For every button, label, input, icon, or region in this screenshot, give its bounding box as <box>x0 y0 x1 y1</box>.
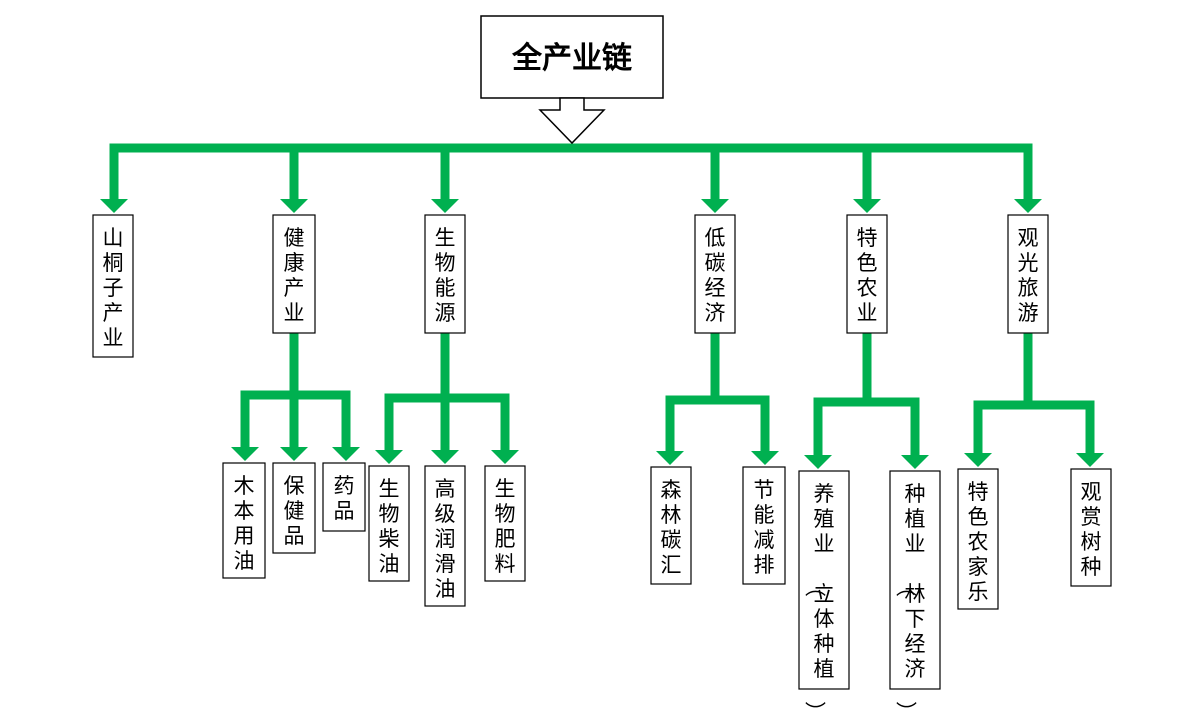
sub-arrow-6-1 <box>964 405 992 467</box>
connector-layer <box>100 143 1104 469</box>
title-pointer-arrow <box>538 97 606 145</box>
sub-box-6-2 <box>1070 468 1112 587</box>
title-label: 全产业链 <box>511 41 632 76</box>
branch-arrow-5 <box>853 148 881 213</box>
sub-connector-bar-6 <box>973 400 1095 410</box>
branch-box-1-label: 山桐子产业 <box>103 226 124 350</box>
sub-box-6-1-label: 特色农家乐 <box>968 480 989 604</box>
sub-box-2-2-label: 保健品 <box>284 474 305 548</box>
branch-box-4 <box>694 214 736 334</box>
branch-arrow-4 <box>701 148 729 213</box>
sub-arrow-2-1 <box>231 395 259 461</box>
sub-box-3-1-label: 生物柴油 <box>379 477 400 576</box>
sub-box-3-1 <box>368 465 410 582</box>
sub-arrow-5-1 <box>804 402 832 469</box>
sub-box-2-1 <box>222 462 266 579</box>
sub-box-4-2-label: 节能减排 <box>754 478 775 577</box>
sub-box-4-1-label: 森林碳汇 <box>661 478 682 577</box>
sub-connector-bar-4 <box>665 395 770 405</box>
branch-box-2 <box>272 214 316 334</box>
title-box <box>480 15 664 99</box>
branch-box-6-label: 观光旅游 <box>1018 226 1039 325</box>
sub-connector-bar-5 <box>813 397 920 407</box>
sub-arrow-5-2 <box>901 402 929 469</box>
branch-box-3 <box>424 214 466 334</box>
sub-arrow-2-2 <box>280 395 308 461</box>
sub-arrow-2-3 <box>332 395 360 461</box>
branch-stem-5 <box>862 333 872 402</box>
sub-arrow-6-2 <box>1076 405 1104 467</box>
branch-arrow-6 <box>1014 148 1042 213</box>
sub-box-4-1 <box>650 466 692 585</box>
sub-arrow-3-1 <box>375 398 403 464</box>
sub-box-2-2 <box>272 462 316 554</box>
branch-box-2-label: 健康产业 <box>284 226 305 325</box>
branch-box-1 <box>92 214 134 358</box>
sub-arrow-4-2 <box>751 400 779 465</box>
sub-arrow-4-1 <box>656 400 684 465</box>
sub-box-6-2-label: 观赏树种 <box>1081 480 1102 579</box>
sub-arrow-3-3 <box>491 398 519 464</box>
branch-box-5 <box>846 214 888 334</box>
sub-box-5-1-label: 养殖业（立体种植） <box>803 482 835 717</box>
branch-arrow-2 <box>280 148 308 213</box>
sub-box-6-1 <box>957 468 999 610</box>
branch-box-4-label: 低碳经济 <box>705 226 726 325</box>
sub-box-5-2 <box>889 470 941 690</box>
sub-arrow-3-2 <box>431 398 459 464</box>
sub-box-2-3 <box>322 462 366 532</box>
sub-box-3-2-label: 高级润滑油 <box>435 477 456 601</box>
branch-arrow-1 <box>100 148 128 213</box>
branch-box-5-label: 特色农业 <box>857 226 878 325</box>
branch-arrow-3 <box>431 148 459 213</box>
branch-stem-6 <box>1023 333 1033 405</box>
branch-stem-4 <box>710 333 720 400</box>
main-connector-bar <box>109 143 1033 153</box>
sub-box-5-2-label: 种植业（林下经济） <box>894 482 926 717</box>
sub-box-2-3-label: 药品 <box>334 474 355 523</box>
branch-box-3-label: 生物能源 <box>435 226 456 325</box>
sub-box-5-1 <box>798 470 850 690</box>
sub-box-3-3 <box>484 465 526 582</box>
branch-stem-3 <box>440 333 450 398</box>
branch-stem-2 <box>289 333 299 395</box>
sub-box-2-1-label: 木本用油 <box>234 474 255 573</box>
sub-box-3-3-label: 生物肥料 <box>495 477 516 576</box>
sub-box-4-2 <box>742 466 786 585</box>
branch-box-6 <box>1007 214 1049 334</box>
sub-box-3-2 <box>424 465 466 607</box>
